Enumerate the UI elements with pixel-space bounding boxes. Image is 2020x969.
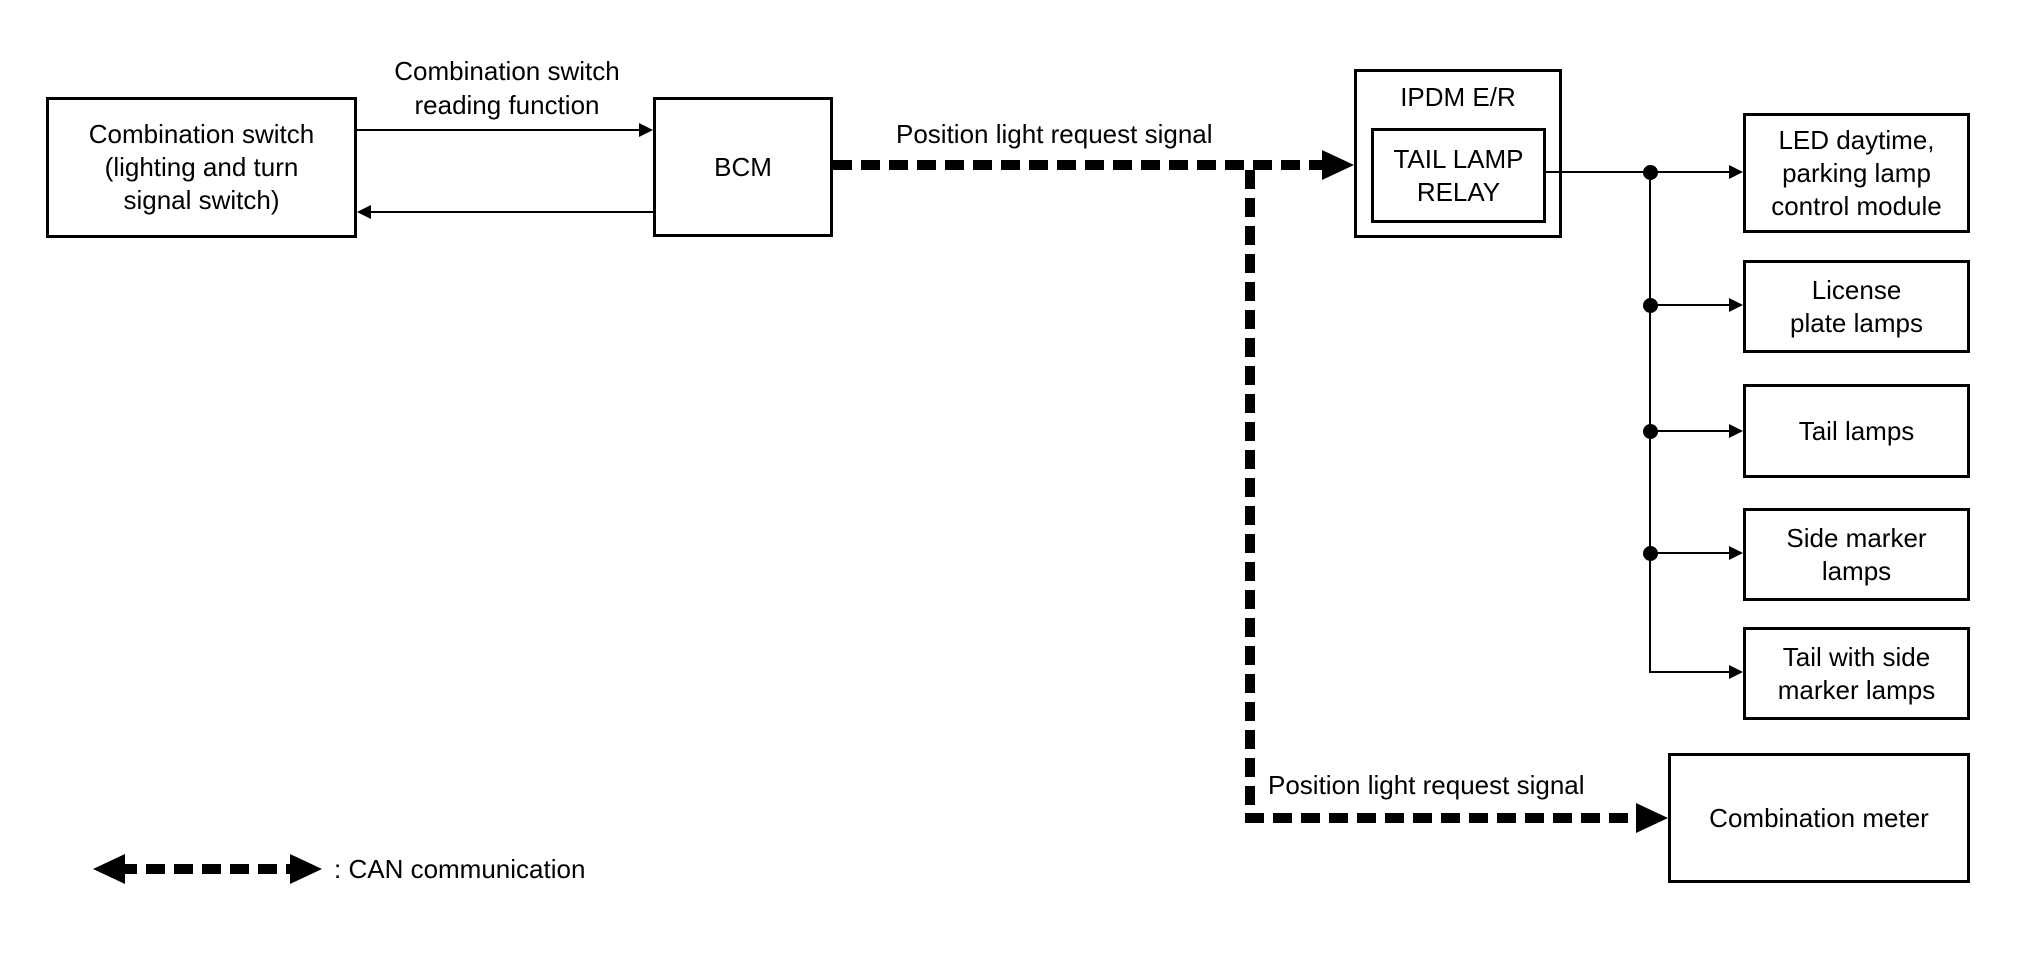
tail-lamps-label: Tail lamps — [1798, 415, 1915, 446]
tail-with-side-marker-lamps-label: Tail with side marker lamps — [1777, 641, 1936, 705]
branch-line-tail-with-side-marker — [1649, 671, 1730, 673]
ipdm-er-label: IPDM E/R — [1400, 82, 1516, 112]
combination-switch-box: Combination switch (lighting and turn si… — [46, 97, 357, 238]
junction-dot-led-daytime — [1643, 165, 1658, 180]
side-marker-lamps-label: Side marker lamps — [1786, 522, 1927, 586]
junction-dot-tail-lamps — [1643, 424, 1658, 439]
branch-arrowhead-side-marker-icon — [1729, 546, 1743, 560]
license-plate-lamps-label: License plate lamps — [1790, 274, 1923, 338]
legend-can-label: : CAN communication — [334, 854, 586, 884]
bcm-return-arrow-line — [370, 211, 833, 213]
relay-output-line — [1546, 171, 1650, 173]
position-light-request-label-bottom: Position light request signal — [1268, 770, 1585, 800]
led-daytime-label: LED daytime, parking lamp control module — [1771, 124, 1942, 221]
can-branch-line-vertical — [1245, 170, 1255, 813]
legend-arrow-right-head-icon — [290, 854, 322, 884]
reading-function-arrow-line — [357, 129, 641, 131]
tail-lamp-relay-label: TAIL LAMP RELAY — [1393, 143, 1524, 207]
branch-line-led-daytime — [1651, 171, 1730, 173]
can-arrowhead-ipdm-icon — [1322, 150, 1354, 180]
reading-function-label: Combination switch reading function — [394, 56, 620, 120]
junction-dot-license-plate — [1643, 298, 1658, 313]
can-arrowhead-combination-meter-icon — [1636, 803, 1668, 833]
combination-meter-label: Combination meter — [1709, 802, 1929, 833]
branch-line-tail-lamps — [1651, 430, 1730, 432]
branch-arrowhead-license-plate-icon — [1729, 298, 1743, 312]
combination-switch-label: Combination switch (lighting and turn si… — [88, 119, 315, 215]
combination-meter-box: Combination meter — [1668, 753, 1970, 883]
side-marker-lamps-box: Side marker lamps — [1743, 508, 1970, 601]
license-plate-lamps-box: License plate lamps — [1743, 260, 1970, 353]
branch-arrowhead-tail-with-side-marker-icon — [1729, 665, 1743, 679]
branch-arrowhead-led-daytime-icon — [1729, 165, 1743, 179]
branch-arrowhead-tail-lamps-icon — [1729, 424, 1743, 438]
tail-with-side-marker-lamps-box: Tail with side marker lamps — [1743, 627, 1970, 720]
junction-dot-side-marker — [1643, 546, 1658, 561]
tail-lamp-relay-box: TAIL LAMP RELAY — [1371, 128, 1546, 223]
branch-line-side-marker — [1651, 552, 1730, 554]
bcm-label: BCM — [714, 151, 772, 182]
can-line-to-combination-meter — [1245, 813, 1636, 823]
can-line-bcm-to-ipdm — [833, 160, 1322, 170]
led-daytime-box: LED daytime, parking lamp control module — [1743, 113, 1970, 233]
branch-line-license-plate — [1651, 304, 1730, 306]
tail-lamps-box: Tail lamps — [1743, 384, 1970, 478]
position-light-request-label-top: Position light request signal — [896, 119, 1213, 149]
legend-can-dashed-bar — [118, 864, 296, 874]
distribution-bus-line — [1649, 172, 1651, 672]
bcm-box: BCM — [653, 97, 833, 237]
bcm-return-arrowhead-icon — [357, 205, 371, 219]
reading-function-arrowhead-icon — [639, 123, 653, 137]
